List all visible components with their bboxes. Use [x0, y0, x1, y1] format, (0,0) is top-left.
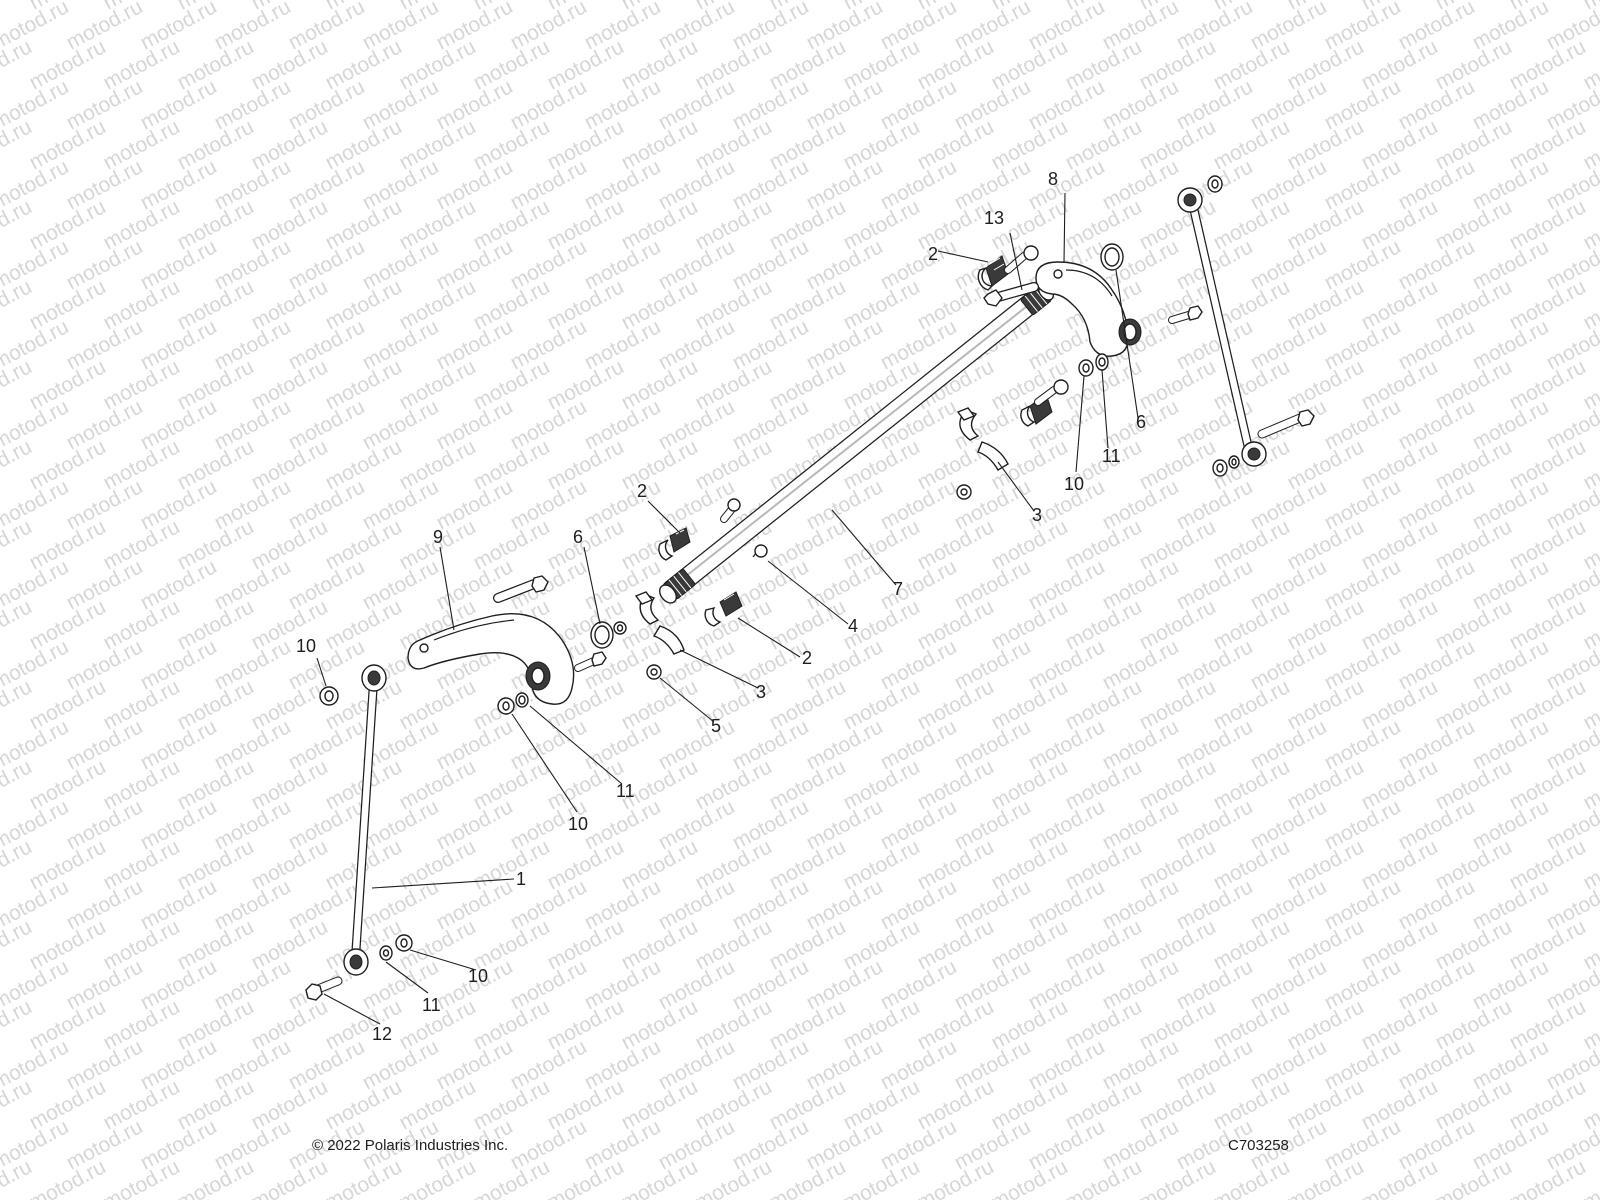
clamp-right [956, 407, 1009, 471]
callout-10-mid-left: 10 [568, 814, 588, 834]
bushing-upper-left [658, 527, 691, 561]
callout-10-bottom-left: 10 [468, 966, 488, 986]
bolt-12-right [1257, 409, 1315, 439]
callout-3-right: 3 [1032, 505, 1042, 525]
o-ring-left [590, 621, 614, 649]
bushing-lower-right [1020, 393, 1053, 427]
callout-1: 1 [516, 869, 526, 889]
callout-5: 5 [711, 716, 721, 736]
callout-11-bottom-left: 11 [422, 995, 441, 1015]
nut-left [646, 664, 662, 680]
bolt-12-left [305, 976, 343, 1001]
callout-10-right: 10 [1064, 474, 1084, 494]
callout-11-right: 11 [1102, 446, 1121, 466]
clamp-left [634, 591, 685, 655]
copyright-notice: © 2022 Polaris Industries Inc. [312, 1137, 509, 1154]
callout-2-upper-right: 2 [928, 244, 938, 264]
callout-4: 4 [848, 616, 858, 636]
bolt-small-right-lower [1034, 379, 1069, 406]
washers-right [1078, 353, 1109, 377]
callout-labels: 1 2 2 2 3 3 4 5 6 6 7 8 9 10 10 10 10 11… [296, 169, 1146, 1044]
callout-8: 8 [1048, 169, 1058, 189]
washers-left-mid [497, 692, 529, 715]
o-ring-right [1100, 243, 1124, 271]
callout-7: 7 [893, 579, 903, 599]
callout-6-right: 6 [1136, 412, 1146, 432]
spacer-10-right-bottom [1212, 455, 1240, 477]
washers-left-bottom [379, 934, 413, 961]
callout-2-upper-left: 2 [637, 481, 647, 501]
leader-lines [316, 192, 1139, 1025]
bolt-13-right [983, 282, 1039, 307]
callout-3-left: 3 [756, 682, 766, 702]
callout-6-left: 6 [573, 527, 583, 547]
nut-right [956, 484, 972, 500]
arm-bracket-left [407, 613, 575, 705]
callout-11-mid-left: 11 [616, 781, 635, 801]
end-link-left [343, 664, 387, 976]
bushing-lower-left [704, 591, 743, 627]
bolt-13-left [493, 575, 549, 603]
stabilizer-bar [659, 283, 1055, 604]
callout-12: 12 [372, 1024, 392, 1044]
spacer-10-top-left [319, 686, 339, 706]
pin [752, 544, 768, 558]
callout-9: 9 [433, 527, 443, 547]
bolt-arm-right [1168, 305, 1203, 324]
arm-bracket-right [1035, 261, 1142, 357]
illustration-reference-code: C703258 [1228, 1137, 1289, 1154]
callout-13: 13 [984, 208, 1004, 228]
callout-10-top-left: 10 [296, 636, 316, 656]
spacer-10-right-top [1207, 175, 1223, 193]
callout-2-lower-left: 2 [802, 648, 812, 668]
bolt-small-left [720, 498, 741, 523]
bolt-arm-left [574, 651, 607, 672]
end-link-right [1177, 187, 1267, 467]
washers-left-small [613, 621, 627, 635]
